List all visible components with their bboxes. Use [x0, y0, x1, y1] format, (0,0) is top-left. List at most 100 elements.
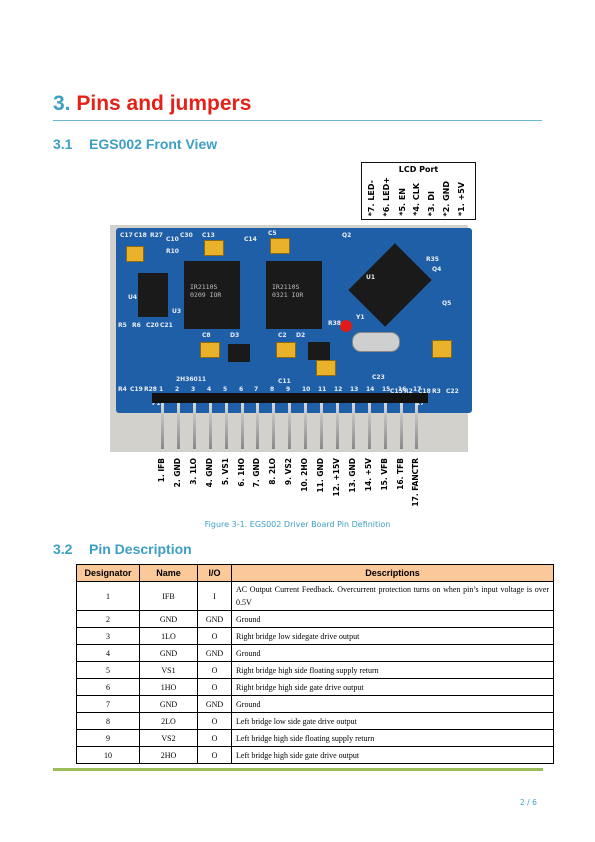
column-header: Name — [139, 564, 198, 582]
section-title: Pins and jumpers — [76, 92, 252, 115]
header-number: 12 — [334, 386, 343, 393]
designator-cell: 7 — [76, 695, 140, 713]
silk-label: C23 — [372, 374, 385, 381]
pin-label: 5. VS1 — [221, 458, 230, 486]
header-number: 9 — [286, 386, 291, 393]
capacitor — [432, 340, 452, 358]
silk-label: Q2 — [342, 232, 352, 239]
io-cell: O — [197, 729, 232, 747]
silk-label: R38 — [328, 320, 341, 327]
capacitor — [270, 238, 290, 254]
silk-label: C18 — [134, 232, 147, 239]
silk-label: 17 — [416, 400, 425, 407]
silk-label: Y1 — [356, 314, 365, 321]
header-pin — [272, 403, 275, 449]
header-pin — [177, 403, 180, 449]
pin-label: 15. VFB — [380, 458, 389, 491]
io-cell: O — [197, 627, 232, 645]
header-number: 16 — [398, 386, 407, 393]
header-number: 5 — [223, 386, 228, 393]
header-pin — [161, 403, 164, 449]
header-pin — [193, 403, 196, 449]
silk-label: Q5 — [442, 300, 452, 307]
pin-label: 8. 2LO — [268, 458, 277, 485]
silk-label: C30 — [180, 232, 193, 239]
red-led — [340, 320, 352, 332]
designator-cell: 6 — [76, 678, 140, 696]
io-cell: I — [197, 581, 232, 611]
header-pin — [400, 403, 403, 449]
io-cell: O — [197, 712, 232, 730]
pin-label: 17. FANCTR — [411, 458, 420, 507]
header-number: 15 — [382, 386, 391, 393]
designator-cell: 3 — [76, 627, 140, 645]
header-number: 17 — [413, 386, 422, 393]
name-cell: 1LO — [139, 627, 198, 645]
silk-label: R28 — [144, 386, 157, 393]
silk-label: C14 — [244, 236, 257, 243]
designator-cell: 4 — [76, 644, 140, 662]
header-pin — [368, 403, 371, 449]
silk-label: C8 — [202, 332, 211, 339]
section-heading: 3. Pins and jumpers — [53, 92, 251, 116]
silk-label: P1 — [152, 400, 161, 407]
ic-chip-left-label: IR2110S 0209 IOR — [190, 283, 222, 299]
silk-label: C11 — [278, 378, 291, 385]
silk-label: R2 — [404, 388, 413, 395]
section-number: 3. — [53, 92, 71, 115]
name-cell: IFB — [139, 581, 198, 611]
description-cell: Right bridge high side floating supply r… — [231, 661, 554, 679]
name-cell: VS1 — [139, 661, 198, 679]
crystal-oscillator — [352, 332, 400, 352]
silk-label: C15 — [390, 388, 403, 395]
io-cell: O — [197, 678, 232, 696]
footer-rule — [53, 768, 543, 771]
io-cell: O — [197, 746, 232, 764]
description-cell: Left bridge high side floating supply re… — [231, 729, 554, 747]
lcd-pin-label: *4. CLK — [412, 183, 421, 216]
header-pin — [415, 403, 418, 449]
header-pin — [304, 403, 307, 449]
pin-label: 3. 1LO — [189, 458, 198, 485]
description-cell: Left bridge high side gate drive output — [231, 746, 554, 764]
silk-label: R6 — [132, 322, 141, 329]
silk-label: C5 — [268, 230, 277, 237]
name-cell: GND — [139, 644, 198, 662]
header-number: 1 — [159, 386, 164, 393]
io-cell: GND — [197, 644, 232, 662]
heading-rule — [53, 120, 542, 121]
header-number: 8 — [270, 386, 275, 393]
header-number: 4 — [207, 386, 212, 393]
subsection-title: Pin Description — [89, 541, 192, 557]
subsection-number: 3.1 — [53, 136, 73, 152]
silk-label: C10 — [166, 236, 179, 243]
name-cell: 1HO — [139, 678, 198, 696]
silk-label: C19 — [130, 386, 143, 393]
silk-label: D3 — [230, 332, 240, 339]
header-pin — [256, 403, 259, 449]
header-pin — [320, 403, 323, 449]
silk-label: R10 — [166, 248, 179, 255]
silk-label: R35 — [426, 256, 439, 263]
capacitor — [200, 342, 220, 358]
description-cell: Right bridge high side gate drive output — [231, 678, 554, 696]
pin-label: 12. +15V — [332, 458, 341, 497]
table-header-row: Designator Name I/O Descriptions — [76, 564, 554, 582]
silk-label: C2 — [278, 332, 287, 339]
header-pin — [241, 403, 244, 449]
pin-label: 10. 2HO — [300, 458, 309, 492]
subsection-title: EGS002 Front View — [89, 136, 218, 152]
pin-label: 6. 1HO — [237, 458, 246, 487]
ic-chip-u4 — [138, 273, 168, 317]
transistor-d2 — [308, 342, 330, 360]
designator-cell: 2 — [76, 610, 140, 628]
pin-header — [152, 393, 428, 403]
silk-label: U4 — [128, 294, 138, 301]
io-cell: GND — [197, 695, 232, 713]
